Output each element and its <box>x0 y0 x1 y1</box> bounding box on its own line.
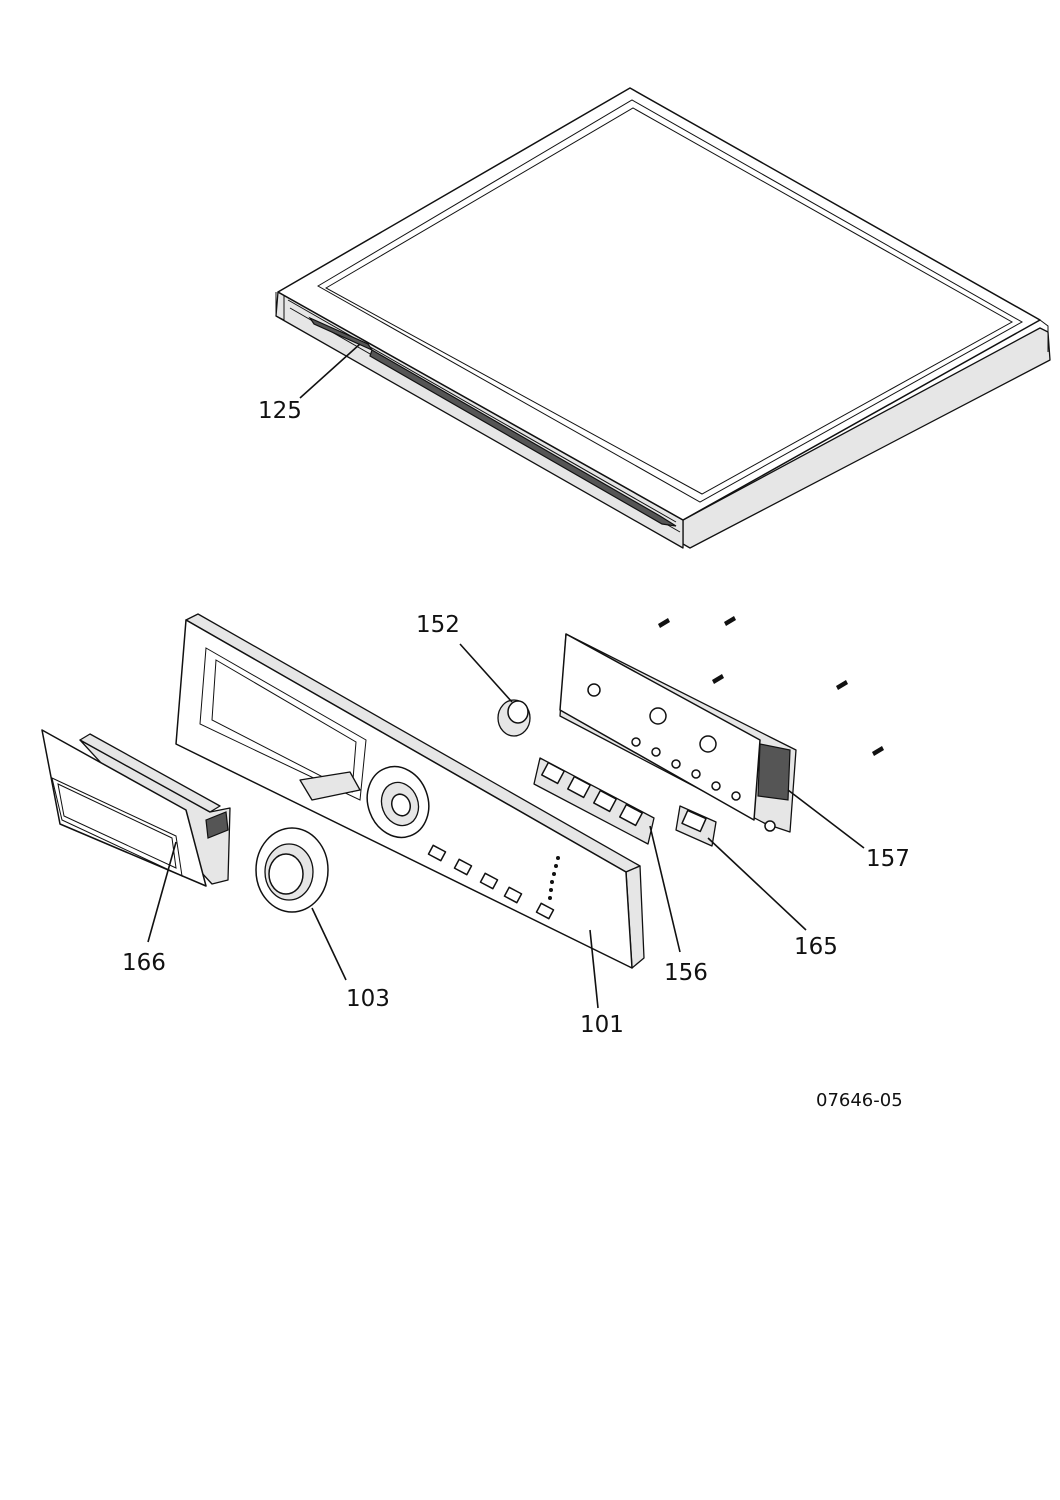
leader-166 <box>147 841 177 943</box>
leader-157 <box>787 789 865 849</box>
callout-157: 157 <box>866 846 910 872</box>
part-156-button-strip <box>533 757 655 845</box>
part-101-control-panel <box>175 613 645 969</box>
callout-103: 103 <box>346 986 390 1012</box>
part-103-knob <box>255 827 329 913</box>
part-152-button <box>497 699 531 737</box>
part-166-dispenser-drawer <box>41 729 231 887</box>
part-157-control-board <box>559 633 797 833</box>
callout-152: 152 <box>416 612 460 638</box>
callout-165: 165 <box>794 934 838 960</box>
leader-lines <box>147 343 865 1009</box>
callout-156: 156 <box>664 960 708 986</box>
drawing-reference-code: 07646-05 <box>816 1090 903 1111</box>
leader-165 <box>707 837 807 931</box>
callout-labels: 125 152 157 165 156 166 103 101 <box>122 398 910 1038</box>
leader-152 <box>459 643 513 703</box>
fixing-screws <box>658 616 884 756</box>
panel-indicator-lights <box>548 856 560 900</box>
callout-101: 101 <box>580 1012 624 1038</box>
panel-button-slots <box>427 844 555 920</box>
leader-101 <box>589 929 599 1009</box>
part-125-top-cover <box>275 87 1051 549</box>
leader-103 <box>311 907 347 981</box>
leader-156 <box>649 825 681 953</box>
part-165-switch <box>675 805 717 847</box>
callout-166: 166 <box>122 950 166 976</box>
leader-125 <box>299 343 361 399</box>
board-components <box>631 737 741 801</box>
callout-125: 125 <box>258 398 302 424</box>
